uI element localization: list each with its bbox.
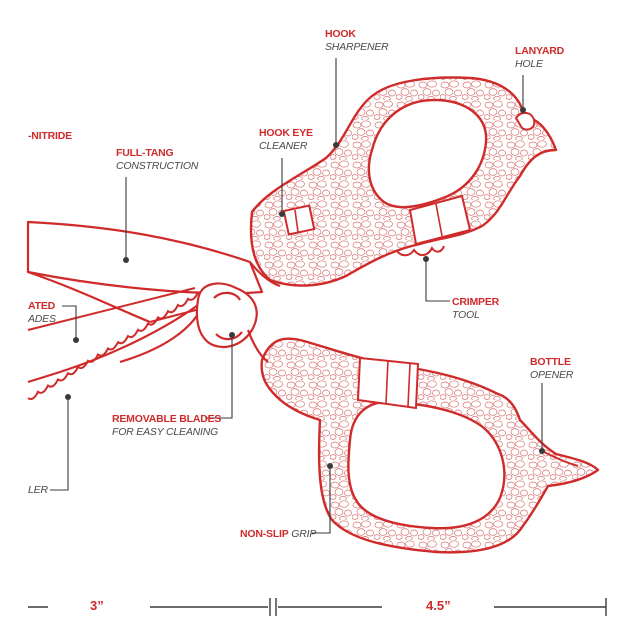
callout-removable-blades: REMOVABLE BLADES FOR EASY CLEANING	[112, 413, 221, 439]
serrated-edge	[27, 285, 209, 401]
crimper-sublabel: TOOL	[452, 309, 480, 321]
full-tang-sublabel: CONSTRUCTION	[116, 160, 199, 172]
callout-crimper: CRIMPER TOOL	[452, 296, 499, 322]
grip-sublabel: GRIP	[291, 528, 317, 540]
callout-scaler: LER	[28, 484, 48, 497]
hook-sharpener-sublabel: SHARPENER	[325, 41, 389, 53]
hook-sharpener-label: HOOK	[325, 28, 356, 40]
callout-lanyard: LANYARD HOLE	[515, 45, 564, 71]
grip-label: NON-SLIP	[240, 528, 289, 540]
lower-handle	[260, 337, 600, 554]
upper-grip-band	[408, 194, 472, 246]
nitride-label: -NITRIDE	[28, 130, 72, 142]
upper-handle	[249, 76, 558, 287]
serrated-sublabel: ADES	[28, 313, 56, 325]
crimper-teeth	[395, 245, 445, 257]
upper-blade	[26, 220, 264, 295]
leader-lines	[50, 58, 543, 534]
scaler-label: LER	[28, 484, 48, 496]
crimper-label: CRIMPER	[452, 296, 500, 308]
dimension-bar	[28, 598, 607, 616]
callout-full-tang: FULL-TANG CONSTRUCTION	[116, 147, 198, 173]
removable-sublabel: FOR EASY CLEANING	[112, 426, 219, 438]
callout-grip: NON-SLIP GRIP	[240, 528, 316, 541]
lanyard-label: LANYARD	[515, 45, 564, 57]
lower-blade	[27, 270, 207, 384]
blade-length-label: 3”	[90, 598, 104, 613]
upper-finger-hole	[367, 98, 488, 209]
callout-nitride: -NITRIDE	[28, 130, 72, 143]
pivot-arms	[246, 261, 281, 363]
lanyard-hole-ring	[514, 112, 536, 131]
handle-length-label: 4.5”	[426, 598, 451, 613]
hook-eye-label: HOOK EYE	[259, 127, 313, 139]
serrated-label: ATED	[28, 300, 56, 312]
full-tang-label: FULL-TANG	[116, 147, 174, 159]
hook-eye-slot	[282, 204, 316, 236]
bottle-sublabel: OPENER	[530, 369, 574, 381]
callout-hook-eye: HOOK EYE CLEANER	[259, 127, 313, 153]
callout-hook-sharpener: HOOK SHARPENER	[325, 28, 389, 54]
lanyard-sublabel: HOLE	[515, 58, 543, 70]
hook-eye-sublabel: CLEANER	[259, 140, 308, 152]
bottle-label: BOTTLE	[530, 356, 571, 368]
callout-bottle-opener: BOTTLE OPENER	[530, 356, 573, 382]
lower-grip-band	[356, 356, 420, 410]
leader-dots	[65, 107, 545, 469]
removable-label: REMOVABLE BLADES	[112, 413, 222, 425]
callout-serrated: ATED ADES	[28, 300, 56, 326]
pivot-assembly	[195, 282, 258, 349]
